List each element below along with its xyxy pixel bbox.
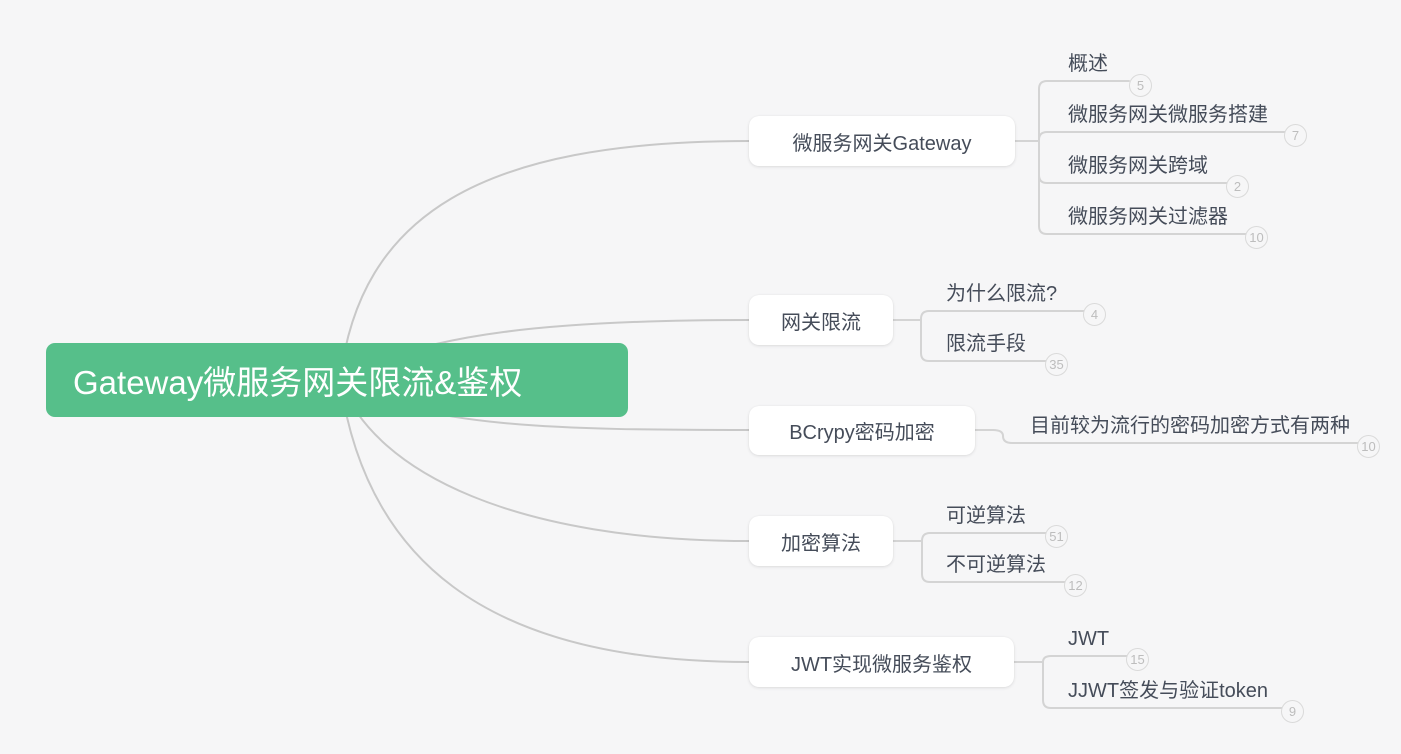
curve-to-branch-4 — [339, 379, 750, 542]
child-count-badge[interactable]: 5 — [1129, 74, 1152, 97]
child-topic[interactable]: 不可逆算法 — [946, 554, 1046, 576]
child-topic[interactable]: 微服务网关过滤器 — [1068, 206, 1228, 228]
child-count-badge[interactable]: 10 — [1357, 435, 1380, 458]
root-topic[interactable]: Gateway微服务网关限流&鉴权 — [46, 343, 628, 417]
child-count-badge[interactable]: 51 — [1045, 525, 1068, 548]
curve-to-branch-1 — [339, 140, 750, 381]
child-topic[interactable]: 为什么限流? — [946, 283, 1058, 305]
branch-topic-gateway[interactable]: 微服务网关Gateway — [749, 116, 1015, 166]
child-count-badge[interactable]: 7 — [1284, 124, 1307, 147]
child-count-badge[interactable]: 12 — [1064, 574, 1087, 597]
child-count-badge[interactable]: 15 — [1126, 648, 1149, 671]
child-topic[interactable]: 概述 — [1068, 53, 1108, 75]
child-count-badge[interactable]: 10 — [1245, 226, 1268, 249]
child-count-badge[interactable]: 9 — [1281, 700, 1304, 723]
child-count-badge[interactable]: 4 — [1083, 303, 1106, 326]
child-topic[interactable]: 微服务网关跨域 — [1068, 155, 1208, 177]
child-count-badge[interactable]: 2 — [1226, 175, 1249, 198]
child-topic[interactable]: 微服务网关微服务搭建 — [1068, 104, 1268, 126]
child-count-badge[interactable]: 35 — [1045, 353, 1068, 376]
child-topic[interactable]: 目前较为流行的密码加密方式有两种 — [1030, 415, 1350, 437]
curve-to-branch-5 — [339, 379, 750, 663]
child-topic[interactable]: 限流手段 — [946, 333, 1026, 355]
branch-topic-jwt[interactable]: JWT实现微服务鉴权 — [749, 637, 1014, 687]
branch-topic-encryption[interactable]: 加密算法 — [749, 516, 893, 566]
branch-topic-bcrypt[interactable]: BCrypy密码加密 — [749, 406, 975, 455]
branch-topic-rate-limit[interactable]: 网关限流 — [749, 295, 893, 345]
child-topic[interactable]: JWT — [1068, 628, 1110, 650]
child-topic[interactable]: JJWT签发与验证token — [1068, 680, 1269, 702]
child-topic[interactable]: 可逆算法 — [946, 505, 1026, 527]
branch-child-connectors — [892, 80, 1359, 709]
